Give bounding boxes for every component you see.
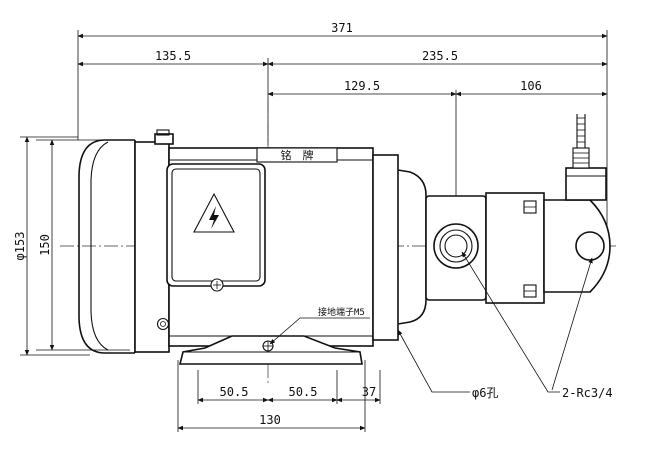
top-dimensions: 371 135.5 235.5 129.5 106	[77, 21, 608, 97]
relief-valve	[565, 167, 607, 201]
foot-dimensions: 50.5 50.5 37 130	[177, 385, 381, 431]
leader-ground-terminal	[269, 317, 370, 345]
dim-overall-length: 371	[331, 21, 353, 35]
leader-port-b	[551, 257, 593, 391]
dim-pump-section: 235.5	[422, 49, 458, 63]
mounting-foot	[178, 335, 363, 365]
leader-hole	[397, 329, 470, 393]
dim-centerline-to-outlet: 129.5	[344, 79, 380, 93]
dim-foot-offset: 37	[362, 385, 376, 399]
outlet-port	[433, 223, 479, 269]
label-ground-terminal: 接地端子M5	[318, 306, 365, 318]
dim-outer-diameter: φ153	[13, 232, 27, 261]
fan-cover	[78, 139, 136, 354]
high-voltage-warning-icon	[193, 192, 235, 233]
dim-foot-right: 50.5	[289, 385, 318, 399]
dim-height: 150	[38, 234, 52, 256]
motor-body	[134, 129, 427, 353]
dim-foot-left: 50.5	[220, 385, 249, 399]
nameplate: 铭 牌	[256, 147, 338, 163]
label-ports: 2-Rc3/4	[562, 386, 613, 400]
dim-outlet-to-end: 106	[520, 79, 542, 93]
inlet-port	[575, 231, 605, 261]
bolt-icon	[156, 317, 170, 331]
dim-motor-section: 135.5	[155, 49, 191, 63]
nameplate-label: 铭 牌	[281, 148, 314, 162]
left-dimensions: φ153 150	[13, 136, 55, 356]
dim-foot-width: 130	[259, 413, 281, 427]
callouts: 接地端子M5 φ6孔 2-Rc3/4	[269, 251, 613, 400]
leader-port-a	[461, 251, 560, 393]
label-hole: φ6孔	[472, 386, 498, 400]
terminal-box	[166, 163, 266, 292]
pump-head	[425, 114, 611, 304]
